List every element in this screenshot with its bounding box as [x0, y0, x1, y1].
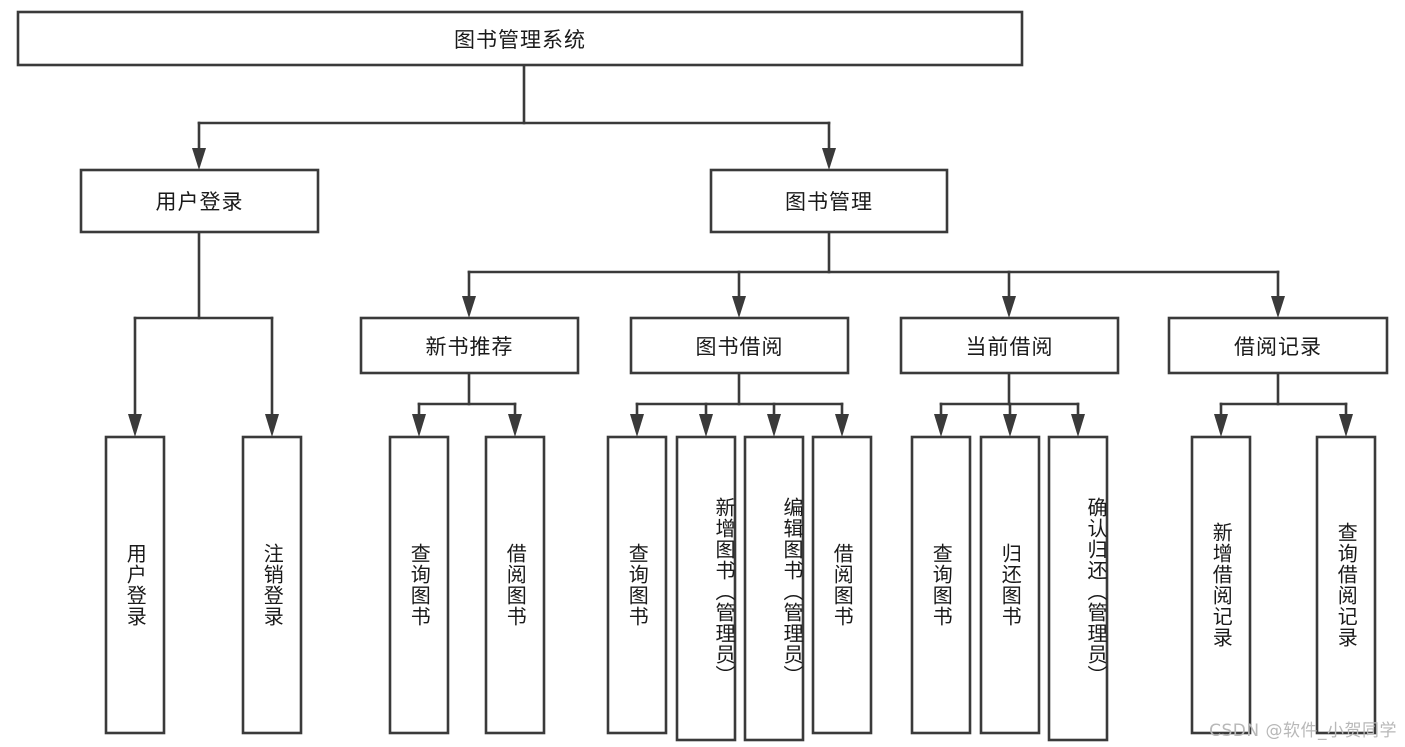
connector-group-current-borrow — [934, 371, 1085, 437]
node-box-leaf-edit-book[interactable] — [743, 435, 805, 742]
arrowhead-book-borrow — [732, 296, 746, 318]
node-box-user-login[interactable] — [79, 168, 320, 234]
arrowhead-leaf-query-book-1 — [412, 414, 426, 437]
node-box-leaf-return-book[interactable] — [979, 435, 1041, 735]
node-box-leaf-query-book-2[interactable] — [606, 435, 668, 735]
node-box-book-borrow[interactable] — [629, 316, 850, 375]
node-box-leaf-query-book-3[interactable] — [910, 435, 972, 735]
node-box-leaf-borrow-book-1[interactable] — [484, 435, 546, 735]
node-box-book-management[interactable] — [709, 168, 949, 234]
node-box-leaf-confirm-return[interactable] — [1047, 435, 1109, 742]
connector-group-new-book-recommend — [412, 371, 522, 437]
arrowhead-leaf-user-logout — [265, 414, 279, 437]
node-box-current-borrow[interactable] — [899, 316, 1120, 375]
arrowhead-book-management — [822, 148, 836, 170]
connector-group-book-borrow — [630, 371, 849, 437]
arrowhead-borrow-record — [1271, 296, 1285, 318]
node-box-new-book-recommend[interactable] — [359, 316, 580, 375]
arrowhead-leaf-confirm-return — [1071, 414, 1085, 437]
arrowhead-current-borrow — [1002, 296, 1016, 318]
node-box-leaf-user-login[interactable] — [104, 435, 166, 735]
node-box-leaf-add-book[interactable] — [675, 435, 737, 742]
arrowhead-leaf-user-login — [128, 414, 142, 437]
arrowhead-leaf-add-record — [1214, 414, 1228, 437]
arrowhead-leaf-query-book-2 — [630, 414, 644, 437]
node-box-leaf-query-book-1[interactable] — [388, 435, 450, 735]
connector-group-borrow-record — [1214, 371, 1353, 437]
node-box-leaf-user-logout[interactable] — [241, 435, 303, 735]
arrowhead-leaf-add-book — [699, 414, 713, 437]
connector-group-root — [192, 63, 836, 170]
connector-group-user-login — [128, 230, 279, 437]
connector-group-book-management — [462, 230, 1285, 318]
node-box-root[interactable] — [16, 10, 1024, 67]
arrowhead-leaf-borrow-book-2 — [835, 414, 849, 437]
arrowhead-leaf-borrow-book-1 — [508, 414, 522, 437]
arrowhead-leaf-query-record — [1339, 414, 1353, 437]
node-box-leaf-add-record[interactable] — [1190, 435, 1252, 735]
arrowhead-leaf-query-book-3 — [934, 414, 948, 437]
node-box-borrow-record[interactable] — [1167, 316, 1389, 375]
arrowhead-user-login — [192, 148, 206, 170]
node-box-leaf-borrow-book-2[interactable] — [811, 435, 873, 735]
arrowhead-new-book-recommend — [462, 296, 476, 318]
arrowhead-leaf-edit-book — [767, 414, 781, 437]
node-box-leaf-query-record[interactable] — [1315, 435, 1377, 735]
arrowhead-leaf-return-book — [1003, 414, 1017, 437]
